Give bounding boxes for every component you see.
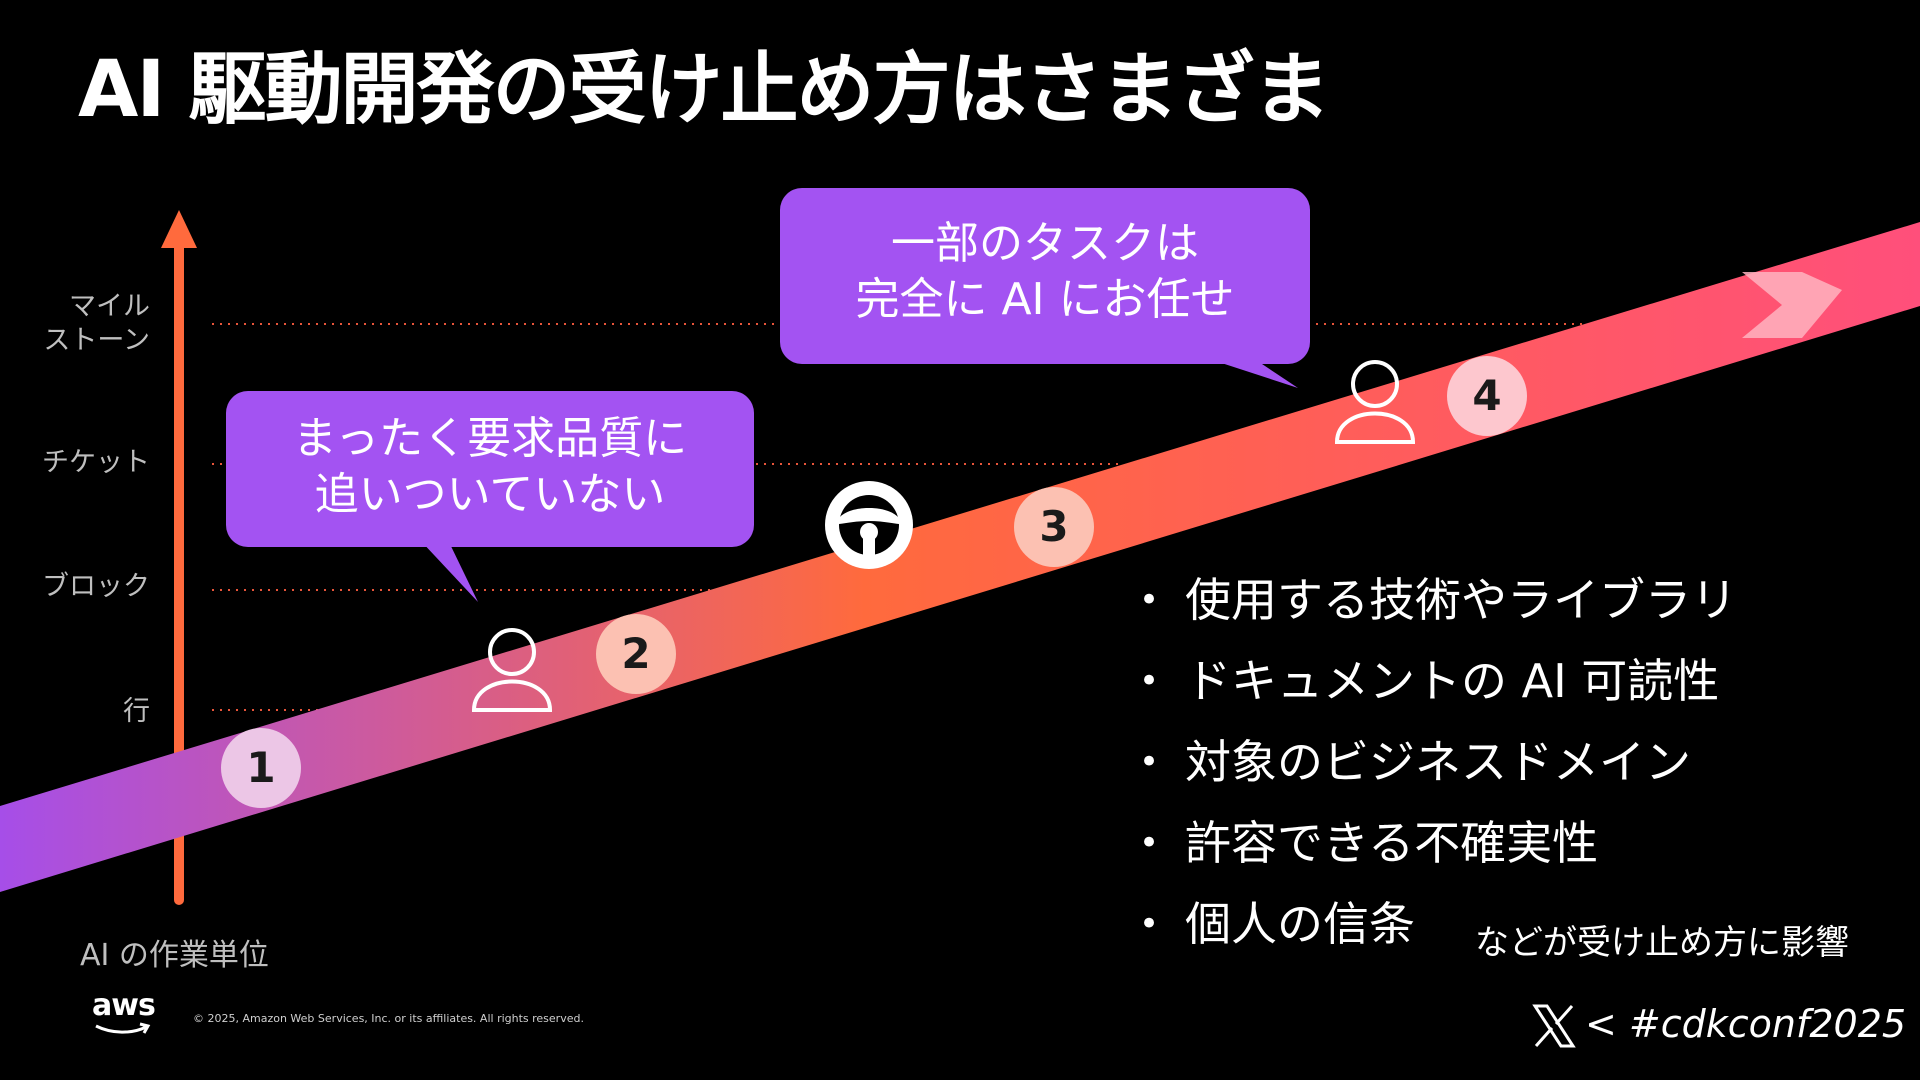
speech-bubble-left-line2: 追いついていない	[314, 469, 666, 520]
step-1: 1	[221, 728, 301, 808]
step-4: 4	[1447, 356, 1527, 436]
bubble-tail-right	[1200, 356, 1298, 388]
speech-bubble-left: まったく要求品質に 追いついていない	[226, 391, 754, 547]
speech-bubble-right-line1: 一部のタスクは	[891, 218, 1199, 269]
aws-logo: aws	[92, 988, 156, 1034]
list-item: 許容できる不確実性	[1135, 803, 1737, 884]
chevron-right-icon	[1742, 272, 1842, 338]
aws-logo-text: aws	[92, 988, 156, 1023]
progression-band	[0, 222, 1920, 892]
y-label-row: 行	[123, 696, 150, 727]
step-3: 3	[1014, 487, 1094, 567]
slide-title: AI 駆動開発の受け止め方はさまざま	[78, 45, 1331, 135]
step-2: 2	[596, 614, 676, 694]
list-item: ドキュメントの AI 可読性	[1135, 641, 1737, 722]
steering-wheel-icon	[825, 481, 913, 569]
copyright-text: © 2025, Amazon Web Services, Inc. or its…	[193, 1012, 584, 1025]
speech-bubble-right-line2: 完全に AI にお任せ	[855, 274, 1235, 325]
list-item: 個人の信条	[1135, 884, 1737, 965]
y-label-milestone-line2: ストーン	[43, 325, 150, 356]
y-label-milestone: マイル ストーン	[0, 290, 150, 358]
y-axis-arrow-icon	[161, 210, 197, 248]
list-item: 使用する技術やライブラリ	[1135, 560, 1737, 641]
speech-bubble-right: 一部のタスクは 完全に AI にお任せ	[780, 188, 1310, 364]
person-icon-2	[1334, 360, 1416, 444]
x-logo-icon	[1532, 1004, 1576, 1048]
factor-list: 使用する技術やライブラリ ドキュメントの AI 可読性 対象のビジネスドメイン …	[1135, 560, 1737, 965]
aws-smile-icon	[95, 1022, 151, 1034]
hashtag: < #cdkconf2025	[1585, 1002, 1907, 1046]
list-item: 対象のビジネスドメイン	[1135, 722, 1737, 803]
bubble-tail-left	[420, 540, 478, 602]
y-label-milestone-line1: マイル	[69, 291, 150, 322]
person-icon	[471, 628, 553, 712]
influence-note: などが受け止め方に影響	[1475, 923, 1849, 963]
speech-bubble-left-line1: まったく要求品質に	[292, 413, 688, 464]
axis-title: AI の作業単位	[80, 938, 269, 973]
y-label-ticket: チケット	[42, 447, 150, 478]
y-label-block: ブロック	[42, 571, 150, 602]
